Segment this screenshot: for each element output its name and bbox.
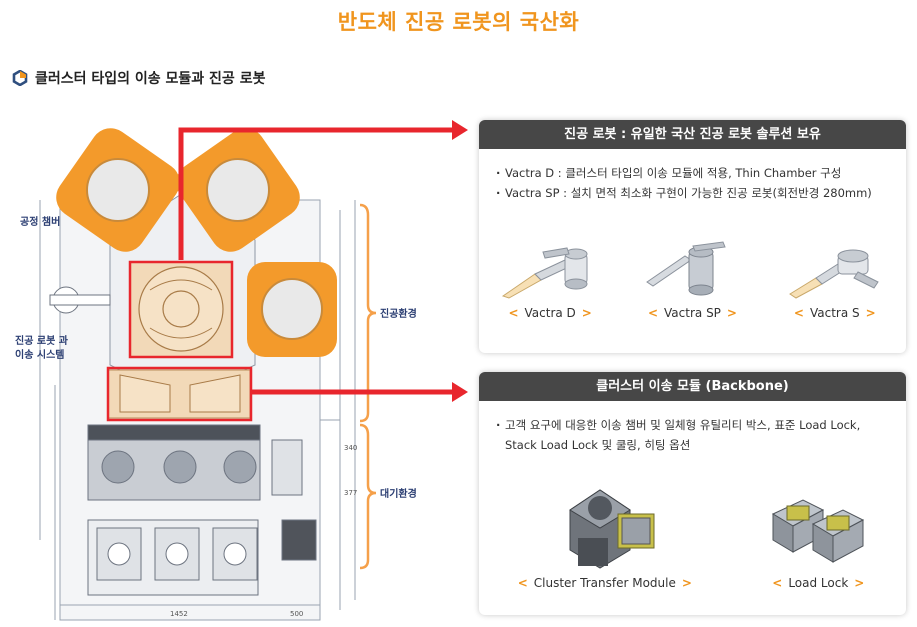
vactra-d-open: < <box>508 306 519 320</box>
label-process-chamber: 공정 챔버 <box>20 215 60 228</box>
product-vactra-sp: < Vactra SP > <box>637 238 747 320</box>
vactra-s-label: Vactra S <box>809 306 860 320</box>
backbone-bullets: 고객 요구에 대응한 이송 챔버 및 일체형 유틸리티 박스, 표준 Load … <box>479 401 906 455</box>
robot-pointer-arrow <box>178 120 468 260</box>
section-title-text: 클러스터 타입의 이송 모듈과 진공 로봇 <box>35 71 266 87</box>
backbone-products: < Cluster Transfer Module > < Load Lock > <box>479 480 906 590</box>
vactra-d-close: > <box>581 306 592 320</box>
ll-open: < <box>772 576 783 590</box>
ll-close: > <box>854 576 865 590</box>
label-vacuum-env: 진공환경 <box>380 307 417 320</box>
hexagon-icon <box>12 70 28 86</box>
page-title: 반도체 진공 로봇의 국산화 <box>337 10 580 34</box>
backbone-panel: 클러스터 이송 모듈 (Backbone) 고객 요구에 대응한 이송 챔버 및… <box>479 372 906 615</box>
product-vactra-s: < Vactra S > <box>780 238 890 320</box>
load-lock-icon <box>772 499 865 563</box>
label-robot-system-2: 이송 시스템 <box>15 348 64 361</box>
ctm-label: Cluster Transfer Module <box>533 576 676 590</box>
vactra-sp-close: > <box>726 306 737 320</box>
bullet-backbone-1: 고객 요구에 대응한 이송 챔버 및 일체형 유틸리티 박스, 표준 Load … <box>493 415 892 435</box>
process-chamber-right <box>176 128 300 252</box>
cluster-tool-diagram: 공정 챔버 진공 로봇 과 이송 시스템 진공환경 대기환경 1452 500 … <box>15 120 468 621</box>
ctm-close: > <box>681 576 692 590</box>
product-load-lock: < Load Lock > <box>763 480 873 590</box>
dim-right-1: 340 <box>344 444 357 452</box>
robot-products: < Vactra D > < Vactra SP > < Vactra S > <box>479 238 906 320</box>
label-atmosphere-env: 대기환경 <box>380 487 417 500</box>
vactra-d-robot-icon <box>502 247 588 299</box>
backbone-module <box>106 366 253 422</box>
process-chamber-side <box>247 262 337 357</box>
vactra-sp-label: Vactra SP <box>664 306 721 320</box>
bullet-vactra-d: Vactra D : 클러스터 타입의 이송 모듈에 적용, Thin Cham… <box>493 163 892 183</box>
bullet-backbone-2: Stack Load Lock 및 쿨링, 히팅 옵션 <box>505 438 691 452</box>
vactra-sp-open: < <box>647 306 659 320</box>
vacuum-robot-bullets: Vactra D : 클러스터 타입의 이송 모듈에 적용, Thin Cham… <box>479 149 906 203</box>
dim-right-2: 377 <box>344 489 357 497</box>
bullet-vactra-sp: Vactra SP : 설치 면적 최소화 구현이 가능한 진공 로봇(회전반경… <box>493 183 892 203</box>
dim-bottom-right: 500 <box>290 610 303 618</box>
backbone-pointer-arrow <box>251 382 468 402</box>
dim-bottom-left: 1452 <box>170 610 188 618</box>
cluster-transfer-module-icon <box>568 489 655 569</box>
vacuum-robot-panel: 진공 로봇 : 유일한 국산 진공 로봇 솔루션 보유 Vactra D : 클… <box>479 120 906 353</box>
backbone-header: 클러스터 이송 모듈 (Backbone) <box>479 372 906 401</box>
vactra-sp-robot-icon <box>646 241 727 296</box>
vactra-d-label: Vactra D <box>524 306 576 320</box>
vactra-s-close: > <box>865 306 876 320</box>
product-cluster-transfer-module: < Cluster Transfer Module > <box>512 480 698 590</box>
product-vactra-d: < Vactra D > <box>495 238 605 320</box>
vacuum-robot-header: 진공 로봇 : 유일한 국산 진공 로봇 솔루션 보유 <box>479 120 906 149</box>
ctm-open: < <box>517 576 528 590</box>
vacuum-robot-chamber <box>128 260 234 359</box>
process-chamber-left <box>56 128 180 252</box>
ll-label: Load Lock <box>788 576 849 590</box>
label-robot-system-1: 진공 로봇 과 <box>15 334 69 347</box>
section-title: 클러스터 타입의 이송 모듈과 진공 로봇 <box>12 68 265 88</box>
vactra-s-robot-icon <box>788 249 879 299</box>
vactra-s-open: < <box>793 306 804 320</box>
